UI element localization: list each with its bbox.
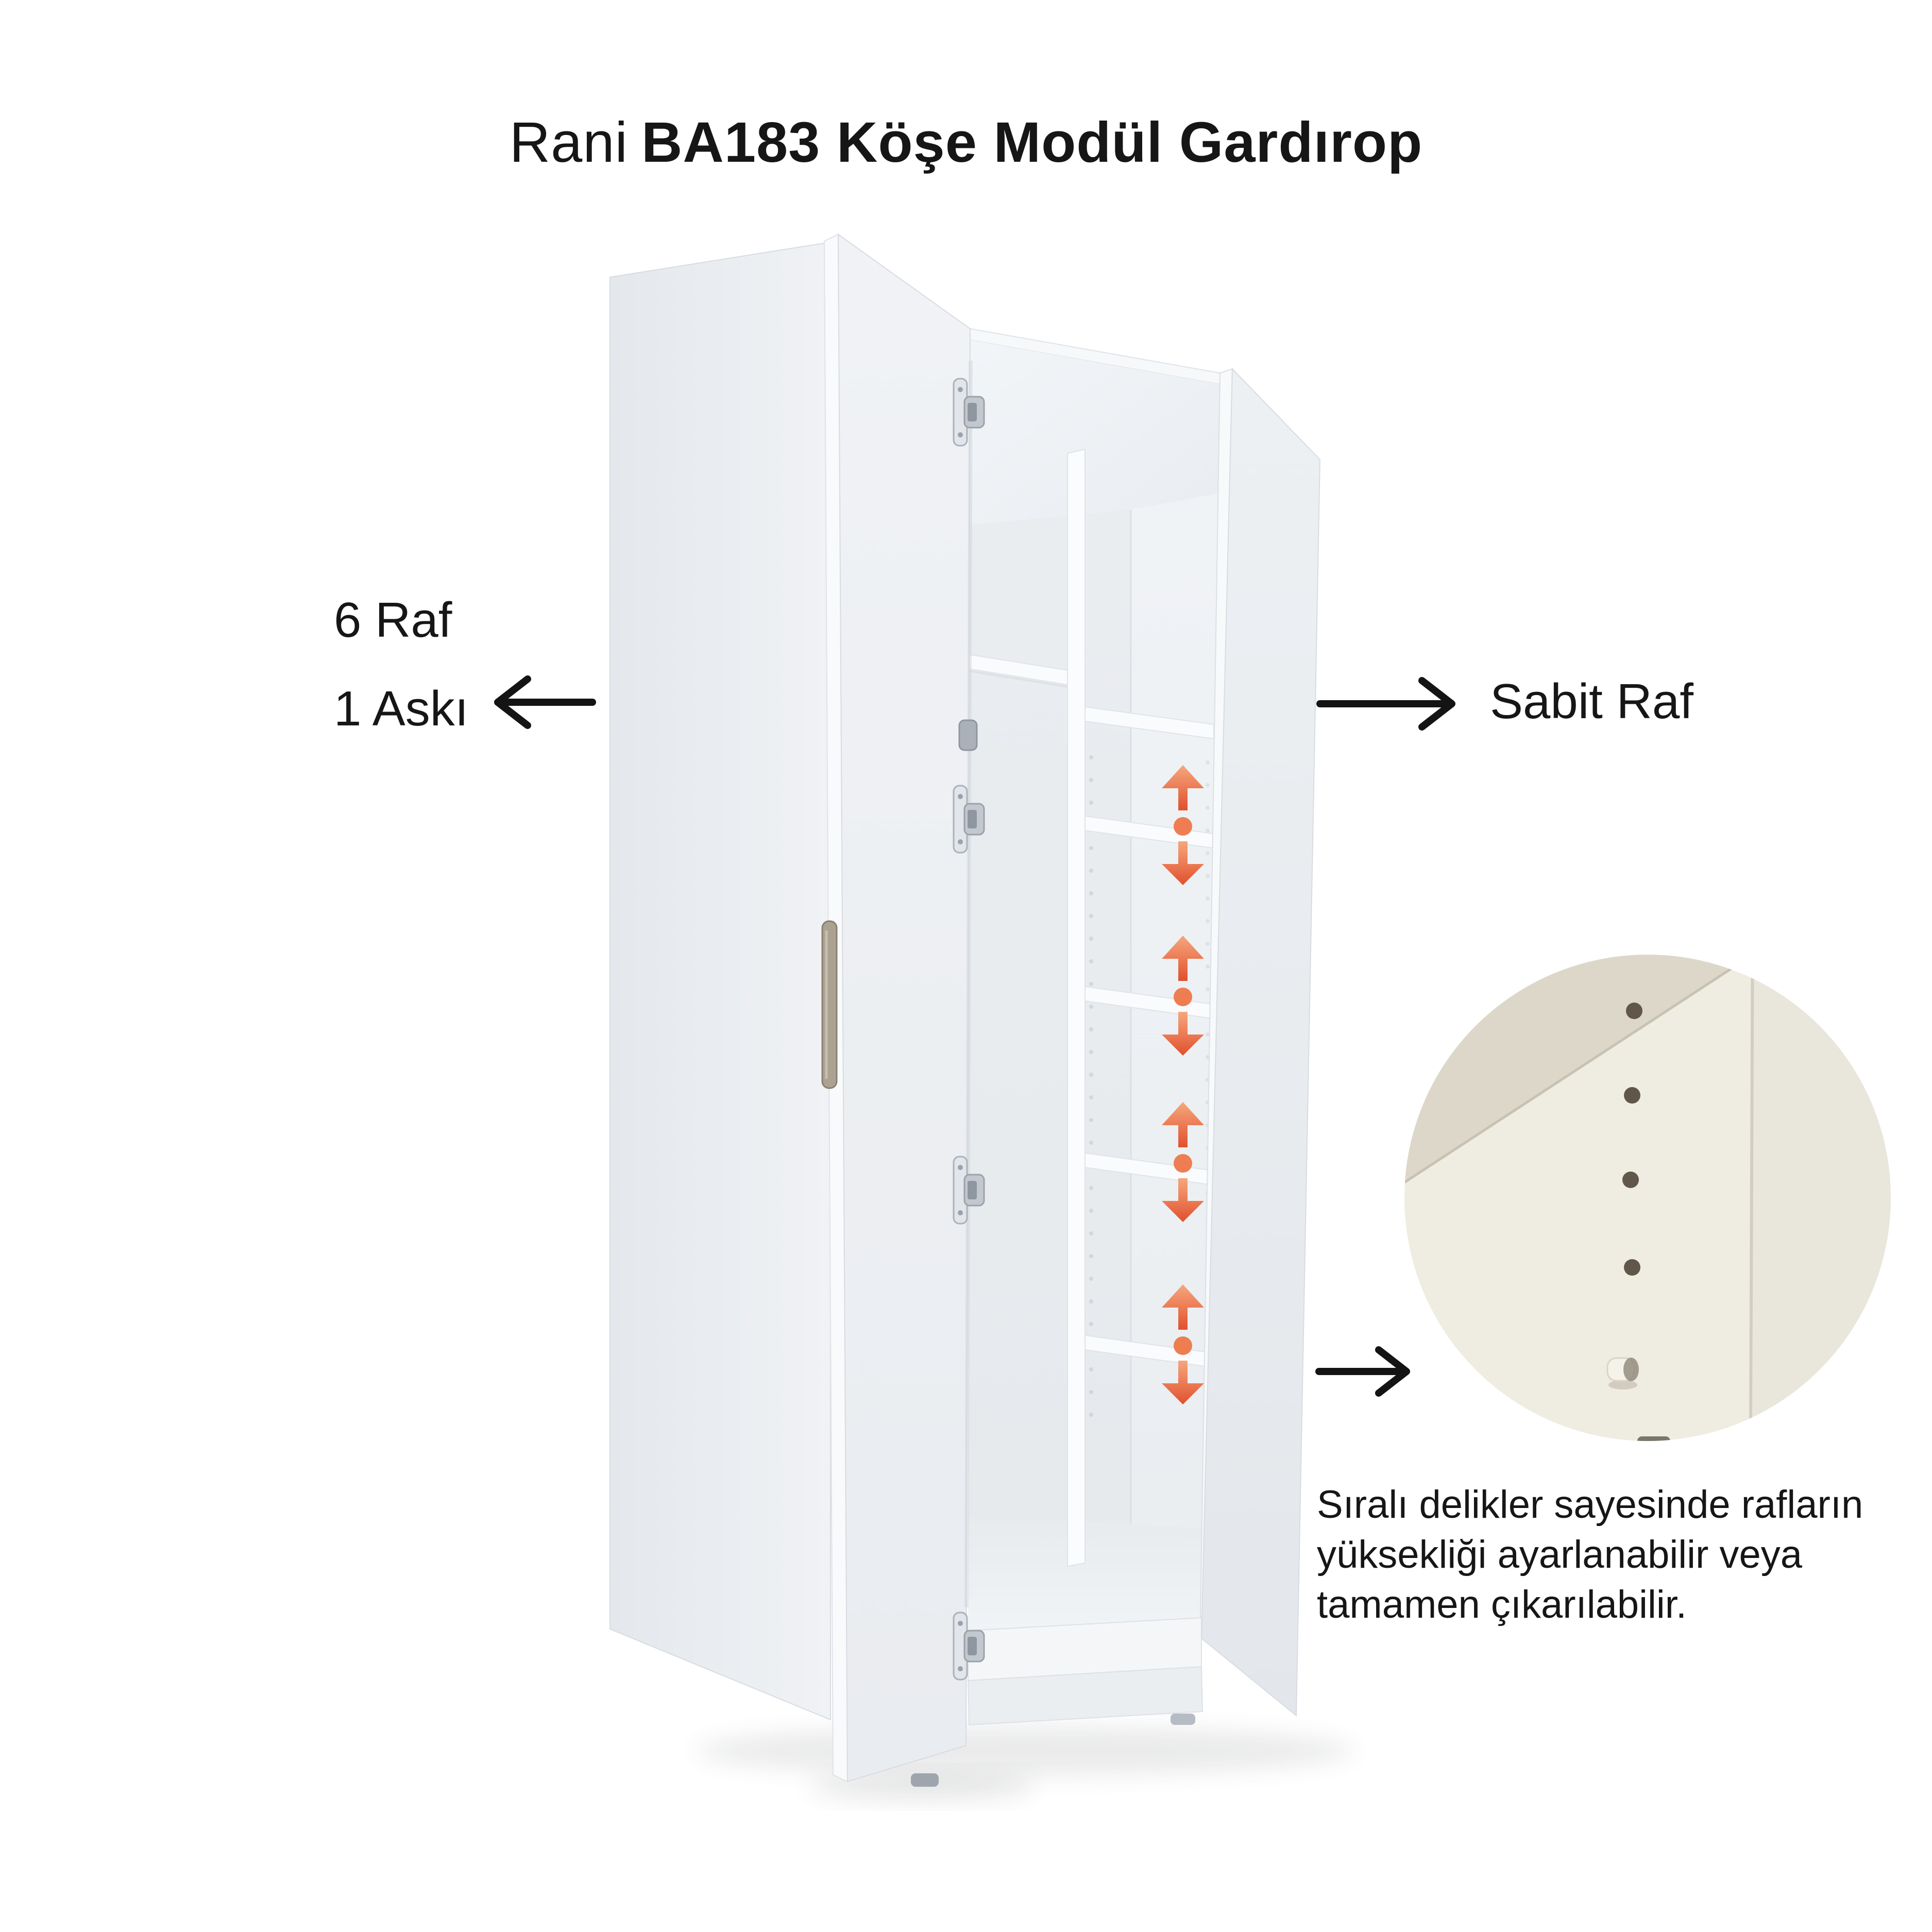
shelf-shadow-line — [968, 670, 1071, 688]
cabinet-floor — [968, 1519, 1204, 1631]
shelf-pin — [1606, 1357, 1639, 1389]
fixed-shelf-label: Sabit Raf — [1490, 674, 1693, 729]
right-side-panel — [1200, 367, 1321, 1717]
drill-hole — [1622, 1172, 1639, 1188]
door-handle — [821, 920, 838, 1089]
drill-hole — [1626, 1003, 1642, 1019]
adjustable-holes-caption: Sıralı delikler sayesinde rafların yükse… — [1317, 1480, 1932, 1630]
caption-line: Sıralı delikler sayesinde rafların — [1317, 1483, 1863, 1527]
base-plinth-lower — [967, 1666, 1204, 1726]
cabinet-foot — [911, 1773, 939, 1787]
drill-holes-detail-photo — [1404, 955, 1891, 1441]
photo-top-panel-fill — [1404, 955, 1772, 1182]
drill-holes — [1622, 1003, 1642, 1276]
photo-panel-edge-line — [1404, 955, 1773, 1184]
drill-hole — [1624, 1259, 1640, 1276]
photo-arrow-right-icon — [1315, 1346, 1410, 1397]
open-door — [837, 233, 971, 1783]
caption-line: yüksekliği ayarlanabilir veya — [1317, 1533, 1802, 1577]
door-inner-shadow — [964, 360, 973, 1608]
wardrobe — [609, 233, 1321, 1787]
interior-back-left — [968, 510, 1131, 1524]
caption-line: tamamen çıkarılabilir. — [1317, 1583, 1687, 1626]
hanging-rod-holder — [958, 719, 978, 751]
shelf-count-label: 6 Raf — [334, 592, 452, 648]
fixed-shelf-arrow-right-icon — [1316, 677, 1455, 731]
wardrobe-left-door — [609, 241, 831, 1721]
drill-hole — [1624, 1087, 1640, 1104]
callout-shelf-capacity: 6 Raf 1 Askı — [334, 576, 468, 753]
callout-arrows — [494, 675, 1455, 1397]
photo-side-panel — [1753, 955, 1891, 1441]
interior-ceiling — [968, 340, 1220, 525]
brand-name: Rani — [509, 111, 628, 174]
capacity-arrow-left-icon — [494, 675, 596, 729]
photo-panel-joint-line — [1749, 955, 1754, 1438]
vertical-divider — [1067, 448, 1086, 1567]
hanger-count-label: 1 Askı — [334, 681, 469, 736]
callout-fixed-shelf: Sabit Raf — [1490, 671, 1693, 733]
model-name: BA183 Köşe Modül Gardırop — [641, 111, 1423, 174]
cabinet-foot — [1171, 1714, 1195, 1725]
photo-bottom-hardware — [1637, 1436, 1670, 1441]
floor-shadow — [696, 1726, 1355, 1775]
